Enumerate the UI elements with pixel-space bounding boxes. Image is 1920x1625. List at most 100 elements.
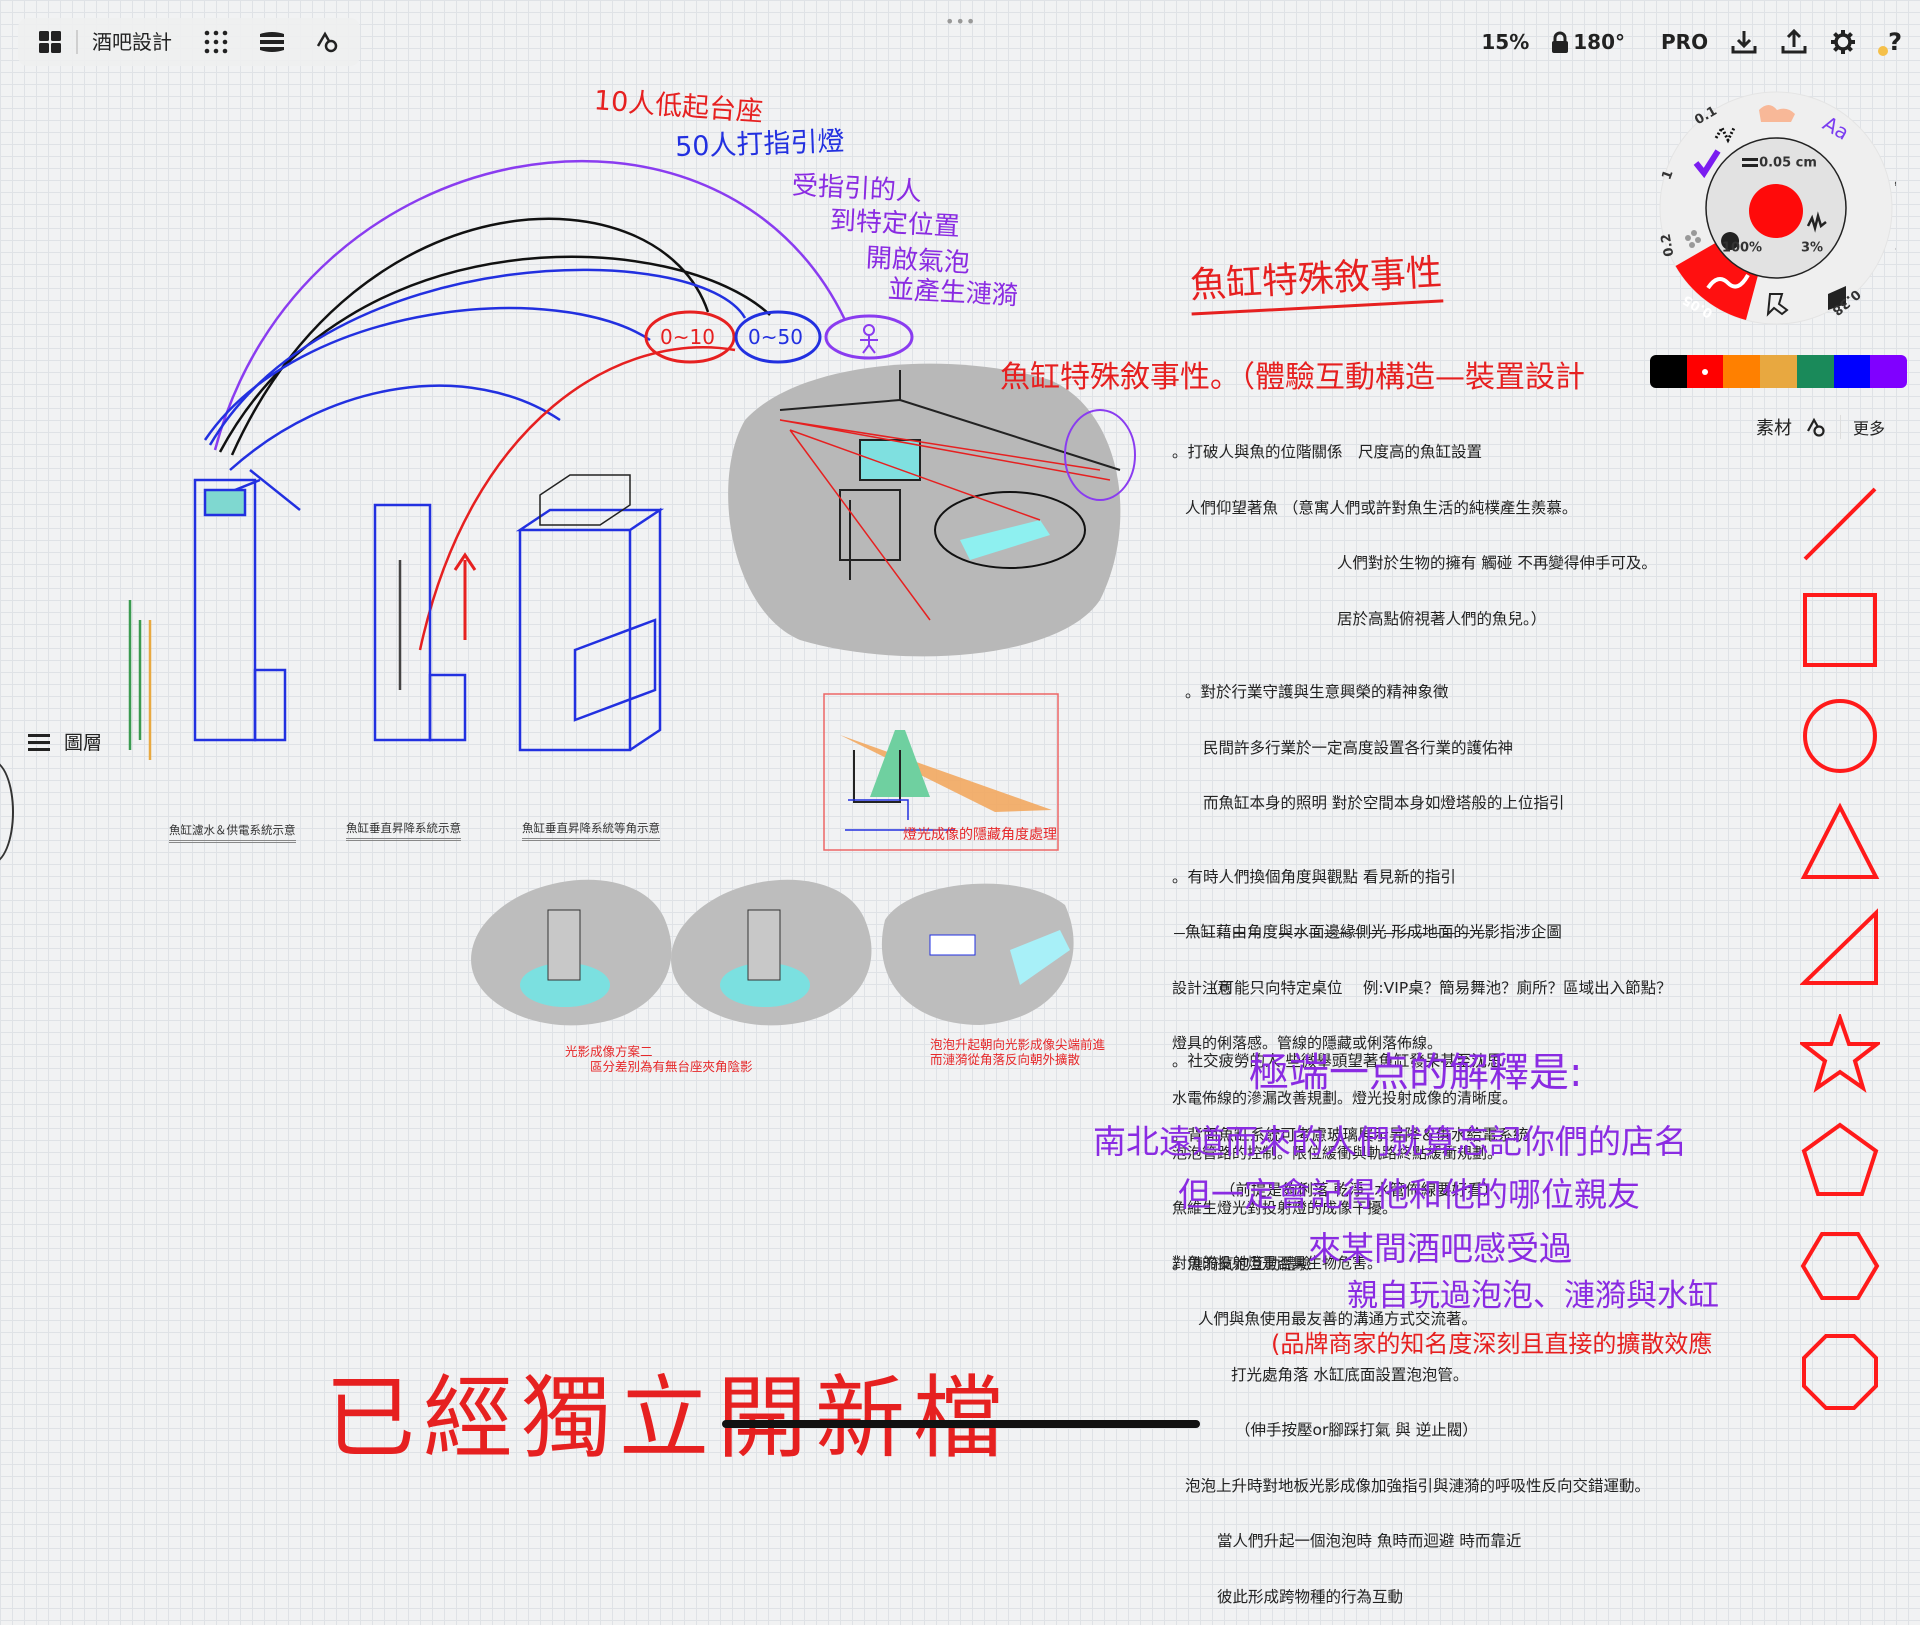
- stroke-width-icon: [1742, 164, 1758, 167]
- note-line: （可能只向特定桌位 例:VIP桌？簡易舞池？廁所？區域出入節點？: [1203, 978, 1672, 997]
- note-line: 當人們升起一個泡泡時 魚時而迴避 時而靠近: [1217, 1532, 1522, 1550]
- notification-dot: [1878, 46, 1889, 56]
- caption-bubbles: 泡泡升起朝向光影成像尖端前進 而漣漪從角落反向朝外擴散: [930, 1037, 1106, 1067]
- shapes-tab-icon[interactable]: [1806, 417, 1826, 437]
- marker-brush-icon[interactable]: [1693, 149, 1721, 179]
- rotation-lock[interactable]: 180°: [1551, 30, 1625, 54]
- left-schematics: [128, 474, 665, 760]
- side-panel-tabs: 素材 更多: [1756, 414, 1885, 440]
- explain-line: 來某間酒吧感受過: [1308, 1229, 1572, 1268]
- pentagon-shape[interactable]: [1800, 1120, 1880, 1200]
- divider: －－－－－－－－－－－－－－－－－－－－－: [1172, 924, 1488, 943]
- more-handle[interactable]: •••: [945, 12, 977, 31]
- design-notes-block: －－－－－－－－－－－－－－－－－－－－－ 設計注意 燈具的俐落感。管線的隱藏或…: [1172, 888, 1517, 1291]
- caption-scheme2: 光影成像方案二 區分差別為有無台座夾角陰影: [565, 1044, 753, 1074]
- spray-brush-icon[interactable]: [1685, 230, 1701, 248]
- note-line: 而魚缸本身的照明 對於空間本身如燈塔般的上位指引: [1203, 794, 1565, 812]
- side-scroll-edge: [0, 760, 14, 864]
- triangle-shape[interactable]: [1800, 802, 1880, 882]
- stroke-width-value[interactable]: 0.05 cm: [1759, 155, 1817, 171]
- bottom-red-note: 已經獨立開新檔: [325, 1366, 1011, 1471]
- square-shape[interactable]: [1800, 590, 1880, 670]
- note-line: （伸手按壓or腳踩打氣 與 逆止閥）: [1235, 1421, 1478, 1439]
- more-tab[interactable]: 更多: [1840, 415, 1885, 439]
- layers-label: 圖層: [64, 732, 103, 754]
- share-upload-icon[interactable]: [1780, 29, 1808, 55]
- handwritten-note-purple-2: 到特定位置: [829, 205, 961, 243]
- handwritten-note-purple-4: 並產生漣漪: [887, 274, 1019, 312]
- selected-indicator: [1702, 368, 1709, 375]
- color-swatch-red[interactable]: [1686, 355, 1724, 388]
- smoothing-icon[interactable]: [1806, 211, 1827, 233]
- note-line: 民間許多行業於一定高度設置各行業的護佑神: [1203, 738, 1514, 757]
- note-line: 彼此形成跨物種的行為互動: [1217, 1587, 1404, 1606]
- gallery-grid-icon[interactable]: [28, 20, 72, 64]
- color-swatch-blue[interactable]: [1833, 355, 1871, 388]
- download-icon[interactable]: [1730, 29, 1758, 55]
- brush-wheel: 0.05 cm 100% 3% 0.1 1 0.2 0.05 0.38 Aa: [1656, 88, 1896, 328]
- design-note: 對魚的投射燈是否具生物危害。: [1172, 1253, 1383, 1272]
- explain-footnote: (品牌商家的知名度深刻且直接的擴散效應: [1271, 1330, 1713, 1358]
- note-line: 。漣漪氣泡互動體驗: [1172, 1254, 1312, 1273]
- layers-stack-icon[interactable]: [250, 20, 294, 64]
- note-line: 泡泡上升時對地板光影成像加強指引與漣漪的呼吸性反向交錯運動。: [1185, 1476, 1651, 1495]
- note-line: 打光處角落 水缸底面設置泡泡管。: [1231, 1365, 1469, 1384]
- opacity-value[interactable]: 100%: [1721, 240, 1763, 256]
- help-button[interactable]: ?: [1878, 28, 1902, 56]
- select-arrow-icon[interactable]: [1766, 293, 1789, 317]
- settings-gear-icon[interactable]: [1830, 29, 1856, 55]
- color-swatch-purple[interactable]: [1870, 355, 1907, 388]
- shapes-icon[interactable]: [306, 20, 350, 64]
- pro-badge[interactable]: PRO: [1661, 30, 1709, 54]
- circle-shape[interactable]: [1800, 696, 1880, 776]
- typed-title: 魚缸特殊敘事性。（體驗互動構造—裝置設計: [1000, 360, 1585, 395]
- layers-button[interactable]: 圖層: [28, 728, 102, 755]
- current-color-swatch[interactable]: [1749, 184, 1803, 238]
- star-shape[interactable]: [1800, 1014, 1880, 1094]
- smoothing-value[interactable]: 3%: [1800, 240, 1824, 256]
- note-line: 人們與魚使用最友善的溝通方式交流著。: [1198, 1310, 1478, 1328]
- explain-line: 南北遠道而來的人們就算忘記你們的店名: [1093, 1122, 1687, 1161]
- color-swatch-orange[interactable]: [1723, 355, 1761, 388]
- menu-lines-icon: [28, 733, 50, 751]
- note-line: 魚缸藉由角度與水面邊緣側光 形成地面的光影指涉企圖: [1185, 923, 1562, 941]
- note-line: 。社交疲勞的人 些微舉頭望著魚缸發呆甚至沈思: [1172, 1052, 1503, 1070]
- color-swatch-black[interactable]: [1650, 355, 1687, 388]
- dotted-brush-icon[interactable]: [1714, 124, 1736, 144]
- top-toolbar-right: 15% 180° PRO ?: [1481, 18, 1902, 66]
- opacity-icon[interactable]: [1721, 232, 1740, 250]
- hexagon-shape[interactable]: [1800, 1226, 1880, 1306]
- apps-grid-icon[interactable]: [194, 20, 238, 64]
- rotation-value: 180°: [1573, 30, 1626, 54]
- caption-lift-system: 魚缸垂直昇降系統示意: [346, 820, 461, 841]
- note-line: 。對於行業守護與生意興榮的精神象徵: [1185, 683, 1449, 701]
- home-indicator[interactable]: [722, 1420, 1200, 1428]
- note-line: 。有時人們換個角度與觀點 看見新的指引: [1172, 867, 1456, 886]
- color-swatch-green[interactable]: [1796, 355, 1834, 388]
- fill-tool-icon[interactable]: [1828, 286, 1846, 310]
- caption-light-angle: 燈光成像的隱藏角度處理: [903, 827, 1057, 843]
- pen-stroke-icon: [1706, 273, 1750, 290]
- design-notes-title: 設計注意: [1172, 979, 1233, 998]
- connector-curves: [203, 159, 847, 651]
- line-shape[interactable]: [1800, 484, 1880, 564]
- document-title[interactable]: 酒吧設計: [76, 30, 194, 54]
- eraser-icon[interactable]: [1759, 105, 1795, 122]
- zoom-level[interactable]: 15%: [1481, 30, 1530, 54]
- design-note: 燈具的俐落感。管線的隱藏或俐落佈線。: [1172, 1034, 1443, 1053]
- note-line: 人們仰望著魚 （意寓人們或許對魚生活的純樸產生羨慕。: [1185, 498, 1578, 517]
- color-swatch-gold[interactable]: [1760, 355, 1797, 388]
- explain-line: 親自玩過泡泡、漣漪與水缸: [1347, 1278, 1719, 1314]
- right-triangle-shape[interactable]: [1800, 908, 1880, 988]
- assets-tab[interactable]: 素材: [1756, 418, 1792, 439]
- design-note: 泡泡管路的控制。限位緩衝與軌路終點緩衝規劃。: [1172, 1144, 1503, 1163]
- note-line: 。背面魚缸系統可考慮玻璃展示昇降＆供水給電系統: [1172, 1125, 1529, 1144]
- note-line: 。打破人與魚的位階關係 尺度高的魚缸設置: [1172, 443, 1483, 461]
- note-line: 居於高點俯視著人們的魚兒。）: [1337, 609, 1547, 628]
- top-toolbar-left: 酒吧設計: [18, 18, 360, 66]
- light-scheme-blobs: [471, 879, 1074, 1026]
- scene-blob-sketch: [728, 363, 1136, 657]
- explain-line: 但一定會記得他和他的哪位親友: [1178, 1175, 1640, 1214]
- octagon-shape[interactable]: [1800, 1332, 1880, 1412]
- handwritten-note-red: 10人低起台座: [592, 85, 765, 128]
